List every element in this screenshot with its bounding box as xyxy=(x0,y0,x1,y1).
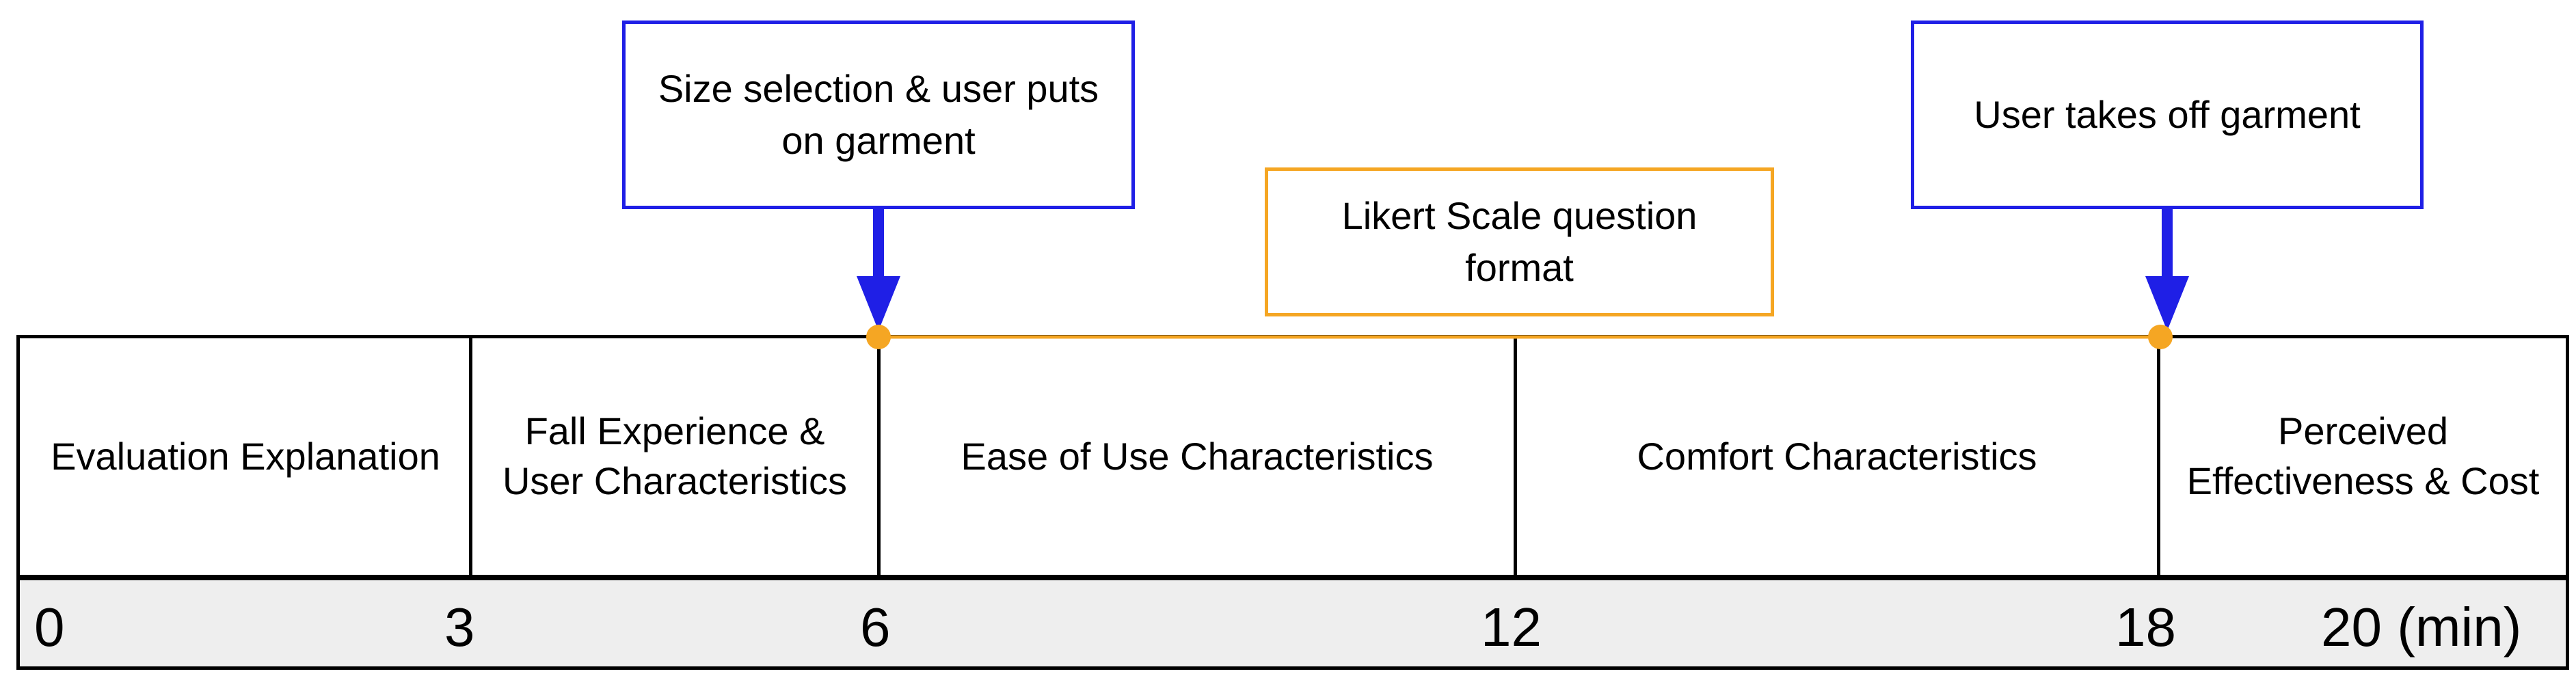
segment-fall-experience: Fall Experience & User Characteristics xyxy=(472,338,877,575)
time-scale-bar xyxy=(16,578,2569,670)
timeline-segments xyxy=(16,335,2569,578)
segment-perceived-effectiveness: Perceived Effectiveness & Cost xyxy=(2160,338,2566,575)
arrow-user-takes-off-head xyxy=(2145,276,2189,331)
segment-evaluation-explanation: Evaluation Explanation xyxy=(20,338,471,575)
callout-size-selection: Size selection & user puts on garment xyxy=(622,21,1135,209)
segment-comfort: Comfort Characteristics xyxy=(1517,338,2157,575)
tick-label-20-min: 20 (min) xyxy=(2321,597,2522,658)
callout-size-selection-label: Size selection & user puts on garment xyxy=(658,67,1099,162)
segment-divider xyxy=(2157,338,2160,575)
segment-label: Evaluation Explanation xyxy=(51,434,440,478)
tick-label-3: 3 xyxy=(444,597,475,658)
segment-ease-of-use: Ease of Use Characteristics xyxy=(881,338,1514,575)
callout-likert-scale: Likert Scale question format xyxy=(1265,167,1774,316)
arrow-size-selection-head xyxy=(857,276,900,331)
tick-label-6: 6 xyxy=(860,597,891,658)
segment-label: Ease of Use Characteristics xyxy=(961,434,1434,478)
marker-start xyxy=(866,325,891,349)
tick-label-12: 12 xyxy=(1481,597,1542,658)
segment-label: Perceived Effectiveness & Cost xyxy=(2186,409,2540,502)
segment-divider xyxy=(1514,338,1517,575)
segment-divider xyxy=(469,338,472,575)
callout-user-takes-off: User takes off garment xyxy=(1911,21,2424,209)
callout-likert-scale-label: Likert Scale question format xyxy=(1341,194,1698,289)
segment-label: Comfort Characteristics xyxy=(1637,434,2037,478)
segment-divider xyxy=(877,338,881,575)
segment-label: Fall Experience & User Characteristics xyxy=(502,409,848,502)
tick-label-0: 0 xyxy=(34,597,65,658)
marker-end xyxy=(2148,325,2173,349)
callout-user-takes-off-label: User takes off garment xyxy=(1974,93,2361,137)
tick-label-18: 18 xyxy=(2115,597,2176,658)
